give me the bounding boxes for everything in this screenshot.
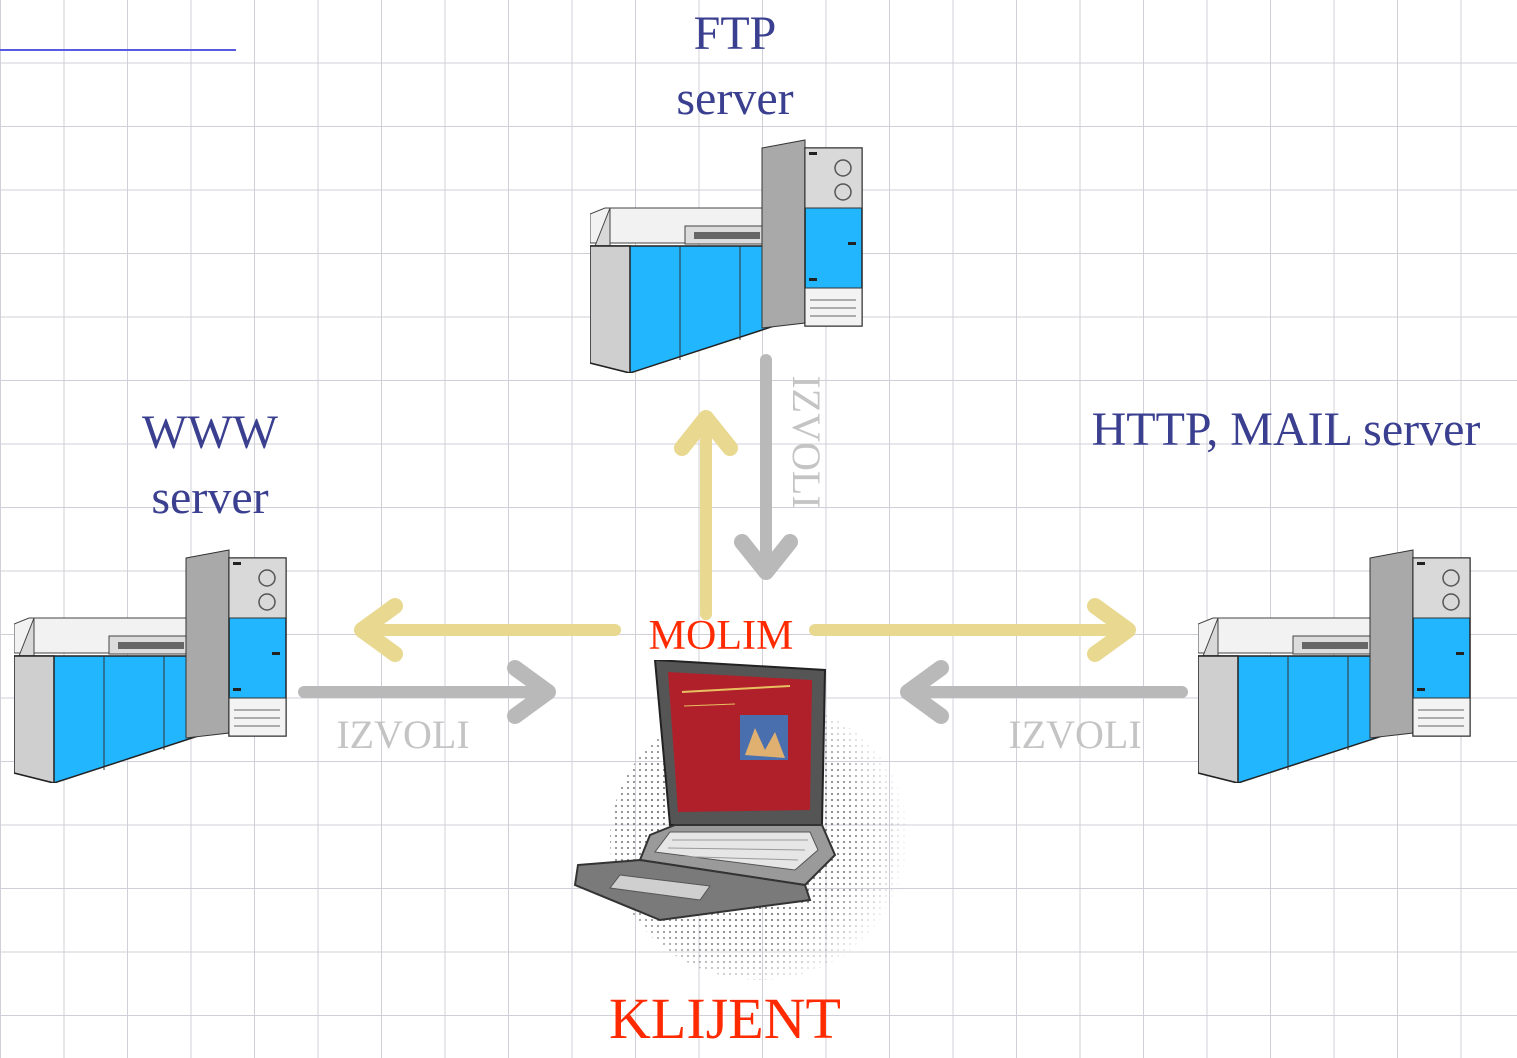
ftp-server-label-line2: server (676, 71, 794, 125)
response-arrow-www-head (507, 660, 556, 724)
ftp-server-label: FTP server (655, 2, 815, 132)
response-arrow-ftp-head (734, 534, 798, 580)
response-arrow-http-head (900, 660, 949, 724)
response-label-http: IZVOLI (1008, 712, 1142, 757)
ftp-server-icon (590, 139, 863, 373)
request-arrow-www-head (354, 598, 403, 662)
www-server-label: WWW server (120, 401, 300, 531)
client-laptop-icon (573, 660, 910, 980)
title-underline (0, 49, 236, 51)
request-arrow-http-head (1087, 598, 1136, 662)
www-server-icon (14, 549, 287, 783)
www-server-label-line1: WWW (142, 406, 278, 459)
request-label: MOLIM (648, 613, 794, 659)
www-server-label-line2: server (151, 470, 269, 524)
http-mail-server-label: HTTP, MAIL server (1091, 403, 1481, 456)
http-mail-server-icon (1198, 549, 1471, 783)
ftp-server-label-line1: FTP (693, 7, 777, 60)
request-arrow-ftp-head (674, 410, 738, 456)
response-label-www: IZVOLI (336, 712, 470, 757)
